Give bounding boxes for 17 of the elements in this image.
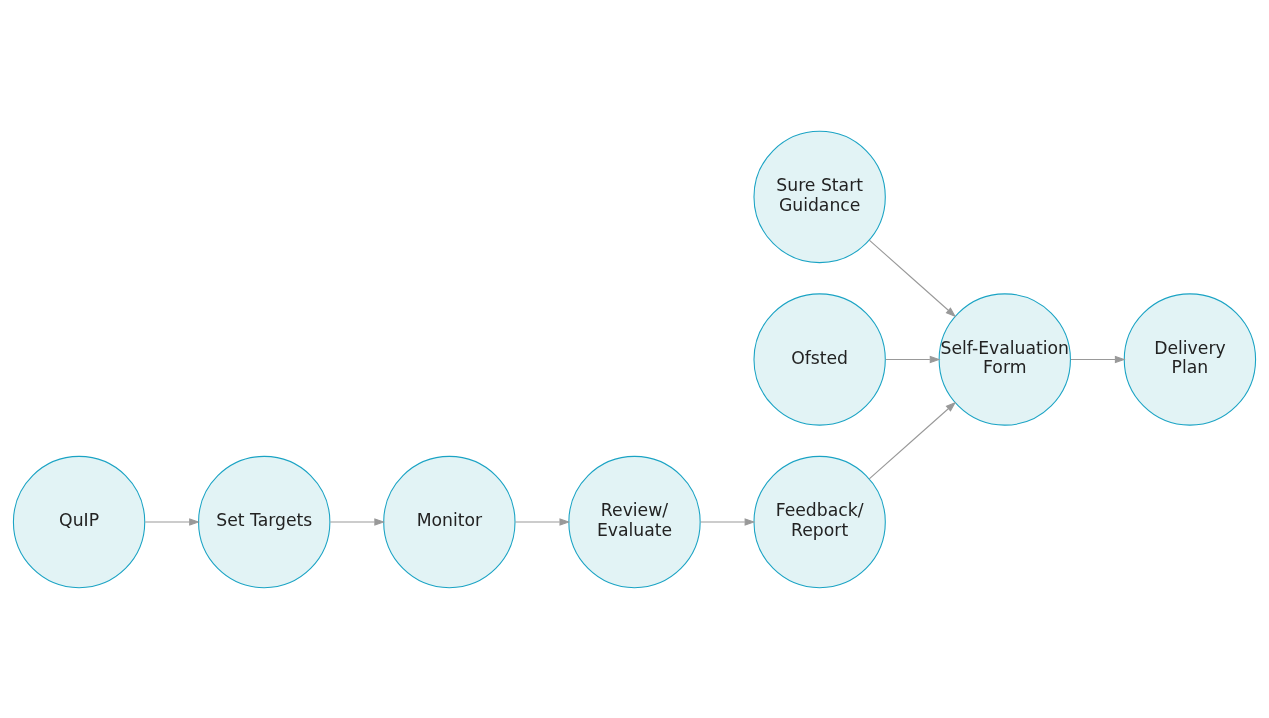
node-circle: Sure Start Guidance [753,130,886,263]
node-circle: Review/ Evaluate [568,455,701,588]
arrow [700,517,756,526]
arrow [329,517,386,526]
arrow [514,517,571,526]
node-circle: Delivery Plan [1123,292,1257,426]
node-circle: QuIP [12,455,146,588]
arrow [1070,355,1126,363]
arrow [144,517,200,526]
node-circle: Set Targets [198,455,331,588]
node-circle: Monitor [383,455,516,588]
arrow [868,401,957,479]
arrow [868,239,957,317]
arrow [885,355,941,363]
node-circle: Self-Evaluation Form [938,292,1071,426]
node-circle: Ofsted [753,292,886,426]
node-circle: Feedback/ Report [753,455,886,588]
